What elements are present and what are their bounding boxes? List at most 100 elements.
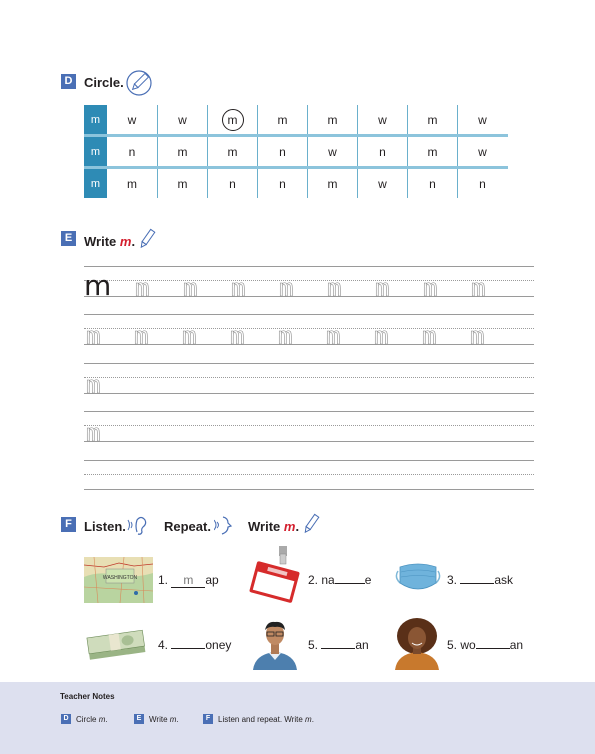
trace-letter[interactable]: m [327, 274, 342, 302]
trace-letter[interactable]: m [279, 274, 294, 302]
writing-line[interactable] [84, 296, 534, 297]
answer-blank-filled[interactable]: m [171, 573, 206, 588]
section-f-write-prefix: Write [248, 519, 281, 534]
writing-line [84, 460, 534, 461]
item-number: 1. [158, 573, 169, 587]
note-text-end: . [105, 714, 108, 724]
trace-letter[interactable]: m [86, 371, 101, 399]
letter-cell[interactable]: w [357, 169, 407, 198]
trace-letter[interactable]: m [230, 322, 245, 350]
word-beginning: na [321, 573, 335, 587]
teacher-note-d: D Circle m. [61, 714, 108, 724]
trace-letter[interactable]: m [470, 322, 485, 350]
letter-cell[interactable]: w [307, 137, 357, 166]
circled-letter-cell[interactable]: m [207, 105, 257, 134]
section-f-badge: F [61, 517, 76, 532]
listen-label: Listen. [84, 519, 126, 534]
row-head-cell: m [84, 105, 107, 134]
man-image [253, 621, 297, 670]
mask-image [395, 563, 441, 590]
section-d-badge: D [61, 74, 76, 89]
answer-blank[interactable] [321, 638, 356, 649]
note-text: Write m. [149, 715, 179, 724]
writing-line[interactable] [84, 344, 534, 345]
item-number: 4. [158, 638, 169, 652]
trace-letter[interactable]: m [374, 322, 389, 350]
writing-line [84, 314, 534, 315]
letter-cell[interactable]: m [407, 105, 457, 134]
word-item-3: 3. ask [447, 573, 513, 587]
note-badge: E [134, 714, 144, 724]
letter-cell[interactable]: n [357, 137, 407, 166]
letter-cell[interactable]: w [127, 112, 137, 127]
circle-row: m w w m m m w m w [84, 105, 508, 137]
writing-line[interactable] [84, 489, 534, 490]
section-e-title-letter: m [119, 234, 132, 249]
trace-letter[interactable]: m [182, 322, 197, 350]
trace-letter[interactable]: m [375, 274, 390, 302]
trace-letter[interactable]: m [471, 274, 486, 302]
item-number: 3. [447, 573, 458, 587]
item-number: 5. [308, 638, 319, 652]
trace-letter[interactable]: m [134, 322, 149, 350]
trace-letter[interactable]: m [183, 274, 198, 302]
answer-blank[interactable] [460, 573, 495, 584]
ear-icon [127, 516, 147, 535]
word-ending: oney [205, 638, 232, 652]
writing-line [84, 266, 534, 267]
letter-cell[interactable]: n [257, 137, 307, 166]
letter-cell[interactable]: m [157, 137, 207, 166]
letter-cell[interactable]: n [457, 169, 507, 198]
answer-blank[interactable] [475, 638, 510, 649]
map-image: WASHINGTON [84, 557, 153, 603]
trace-letter[interactable]: m [326, 322, 341, 350]
note-text-em: m [305, 714, 312, 724]
letter-cell[interactable]: m [207, 137, 257, 166]
circle-row: m m m n n m w n n [84, 169, 508, 198]
teacher-note-f: F Listen and repeat. Write m. [203, 714, 314, 724]
letter-cell[interactable]: w [457, 137, 507, 166]
pencil-circle-icon [126, 70, 152, 96]
letter-cell[interactable]: w [157, 105, 207, 134]
letter-cell[interactable]: w [357, 105, 407, 134]
trace-letter[interactable]: m [278, 322, 293, 350]
trace-letter[interactable]: m [135, 274, 150, 302]
note-badge: D [61, 714, 71, 724]
letter-cell[interactable]: n [407, 169, 457, 198]
letter-cell[interactable]: m [257, 105, 307, 134]
writing-line [84, 377, 534, 378]
word-ending: ask [494, 573, 514, 587]
writing-line[interactable] [84, 441, 534, 442]
letter-cell[interactable]: m [307, 105, 357, 134]
pencil-icon [140, 228, 156, 249]
word-item-4: 4. oney [158, 638, 231, 652]
letter-cell[interactable]: n [257, 169, 307, 198]
section-e-title-suffix: . [131, 234, 136, 249]
row-head-cell: m [84, 137, 107, 166]
answer-blank[interactable] [334, 573, 365, 584]
trace-letter[interactable]: m [86, 322, 101, 350]
letter-cell[interactable]: m [127, 176, 137, 191]
trace-letter[interactable]: m [86, 419, 101, 447]
note-text-em: m [98, 714, 106, 724]
speaking-icon [214, 516, 233, 535]
letter-cell[interactable]: n [128, 144, 136, 159]
letter-cell[interactable]: m [157, 169, 207, 198]
letter-cell[interactable]: n [207, 169, 257, 198]
answer-blank[interactable] [171, 638, 206, 649]
trace-letter[interactable]: m [231, 274, 246, 302]
money-image [86, 629, 146, 660]
trace-letter[interactable]: m [423, 274, 438, 302]
letter-cell[interactable]: w [457, 105, 507, 134]
section-e-title-prefix: Write [84, 234, 117, 249]
circle-table: m w w m m m w m w m n m m n w n m w m m … [84, 105, 508, 198]
word-ending: an [355, 638, 369, 652]
trace-letter[interactable]: m [422, 322, 437, 350]
writing-line[interactable] [84, 393, 534, 394]
letter-cell[interactable]: m [307, 169, 357, 198]
letter-cell[interactable]: m [407, 137, 457, 166]
writing-line [84, 328, 534, 329]
writing-line [84, 411, 534, 412]
